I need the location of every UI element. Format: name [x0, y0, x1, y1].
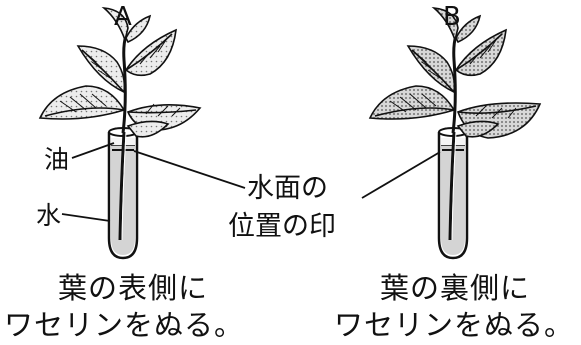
- water-leader-line-a: [61, 213, 111, 222]
- label-b: B: [443, 2, 461, 32]
- apparatus-a: [38, 6, 246, 260]
- caption-a-line2: ワセリンをぬる。: [4, 308, 245, 342]
- test-tube-a: [107, 127, 139, 260]
- label-oil: 油: [44, 145, 70, 174]
- label-water-level-mark-line1: 水面の: [247, 173, 328, 204]
- apparatus-b: [361, 6, 542, 260]
- marker-leader-line-b: [361, 151, 441, 199]
- label-water-level-mark-line2: 位置の印: [228, 211, 336, 242]
- test-tube-b: [437, 127, 469, 260]
- leaves-b: [368, 6, 542, 139]
- label-water: 水: [36, 201, 62, 230]
- marker-leader-line-a: [133, 150, 246, 189]
- stem-b: [451, 34, 458, 134]
- stem-a: [121, 34, 128, 134]
- label-a: A: [114, 2, 132, 32]
- caption-b-line1: 葉の裏側に: [380, 271, 531, 305]
- caption-b-line2: ワセリンをぬる。: [334, 308, 575, 342]
- oil-leader-line-a: [71, 142, 115, 159]
- leaves-a: [38, 6, 202, 138]
- caption-a-line1: 葉の表側に: [58, 271, 209, 305]
